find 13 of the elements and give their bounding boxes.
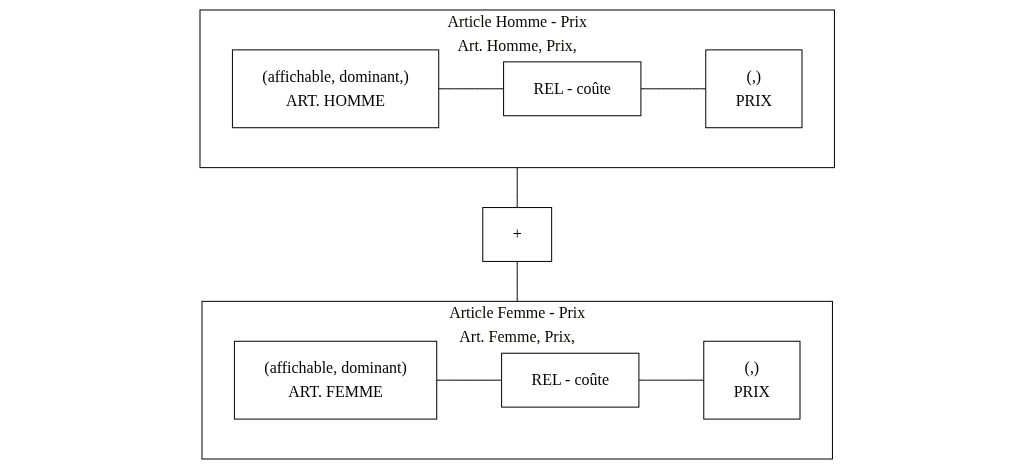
connector: [638, 379, 705, 381]
node-box: (affichable, dominant,) ART. HOMME: [231, 49, 439, 129]
connector: [438, 88, 504, 90]
node-box: (,) PRIX: [703, 340, 801, 420]
node-box: REL - coûte: [500, 352, 640, 408]
node-box: (,) PRIX: [705, 49, 803, 129]
node-box: (affichable, dominant) ART. FEMME: [233, 340, 437, 420]
node-box: +: [482, 207, 552, 262]
connector: [436, 379, 502, 381]
connector: [516, 260, 518, 302]
connector: [640, 88, 707, 90]
node-box: REL - coûte: [502, 61, 642, 117]
connector: [516, 167, 518, 209]
